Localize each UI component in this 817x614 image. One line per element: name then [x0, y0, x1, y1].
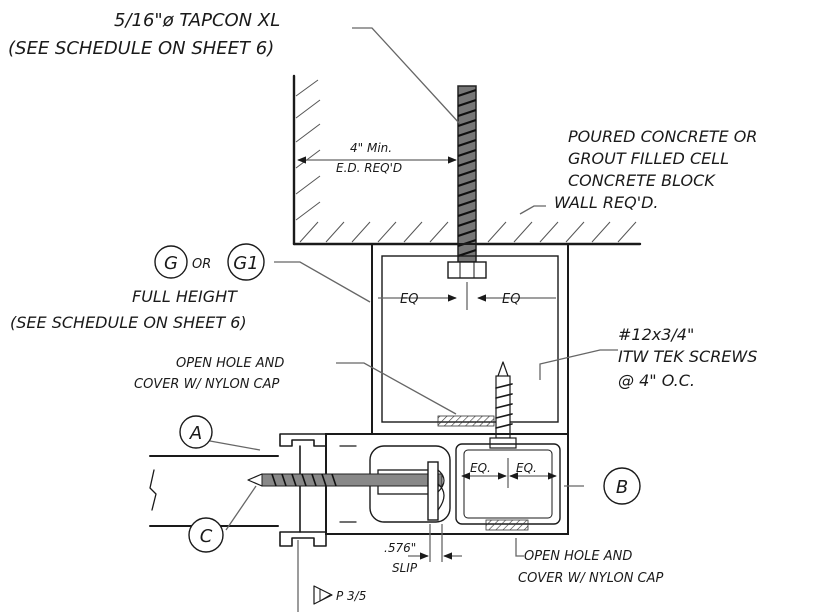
hole-bot-label-1: OPEN HOLE AND [524, 549, 632, 564]
svg-text:C: C [200, 526, 213, 547]
wall-label-2: GROUT FILLED CELL [568, 149, 729, 168]
tek-screw [489, 361, 517, 449]
svg-text:B: B [616, 477, 628, 498]
section-flag-icon [313, 585, 333, 605]
wall-label-4: WALL REQ'D. [554, 193, 659, 212]
bubble-c: C [188, 517, 224, 553]
section-ref-label: P 3/5 [336, 589, 366, 603]
anchor-label-2: (SEE SCHEDULE ON SHEET 6) [8, 38, 274, 59]
concrete-wall [292, 74, 642, 246]
slip-bolt [247, 461, 445, 521]
bubble-g: G [154, 245, 188, 279]
full-height-label: FULL HEIGHT [132, 287, 238, 306]
hole-top-label-2: COVER W/ NYLON CAP [134, 377, 280, 392]
eq-top-right: EQ [502, 292, 520, 307]
wall-hatch-left [295, 79, 321, 221]
eq-top-left: EQ [400, 292, 418, 307]
hole-top-label-1: OPEN HOLE AND [176, 356, 284, 371]
eq-small-right: EQ. [516, 461, 537, 475]
member-a [149, 455, 279, 527]
hole-bot-label-2: COVER W/ NYLON CAP [518, 571, 664, 586]
bubble-b: B [603, 467, 641, 505]
svg-text:G1: G1 [233, 253, 258, 274]
nylon-cap-top [437, 415, 495, 427]
dim-slip [408, 524, 462, 562]
leaders [209, 27, 618, 612]
dim-eq-small [461, 458, 557, 488]
schedule-ref-label: (SEE SCHEDULE ON SHEET 6) [10, 313, 247, 332]
bubble-g1: G1 [227, 243, 265, 281]
ed-label-2: E.D. REQ'D [336, 161, 402, 175]
mullion-extrusion [279, 433, 569, 547]
tapcon-anchor [447, 85, 487, 279]
nylon-cap-bottom [485, 519, 529, 531]
wall-label-3: CONCRETE BLOCK [568, 171, 716, 190]
eq-small-left: EQ. [470, 461, 491, 475]
screw-label-3: @ 4" O.C. [618, 371, 695, 390]
anchor-label-1: 5/16"ø TAPCON XL [114, 10, 280, 31]
or-text: OR [192, 257, 211, 272]
bubble-a: A [179, 415, 213, 449]
wall-hatch-bottom [299, 221, 637, 243]
slip-dim-label: .576" [384, 541, 416, 555]
slip-text-label: SLIP [392, 561, 418, 575]
svg-text:A: A [189, 423, 202, 444]
dim-eq-top [378, 282, 556, 310]
ed-label-1: 4" Min. [350, 141, 392, 155]
wall-label-1: POURED CONCRETE OR [568, 127, 757, 146]
screw-label-1: #12x3/4" [618, 325, 694, 344]
svg-text:G: G [164, 253, 178, 274]
screw-label-2: ITW TEK SCREWS [618, 347, 757, 366]
